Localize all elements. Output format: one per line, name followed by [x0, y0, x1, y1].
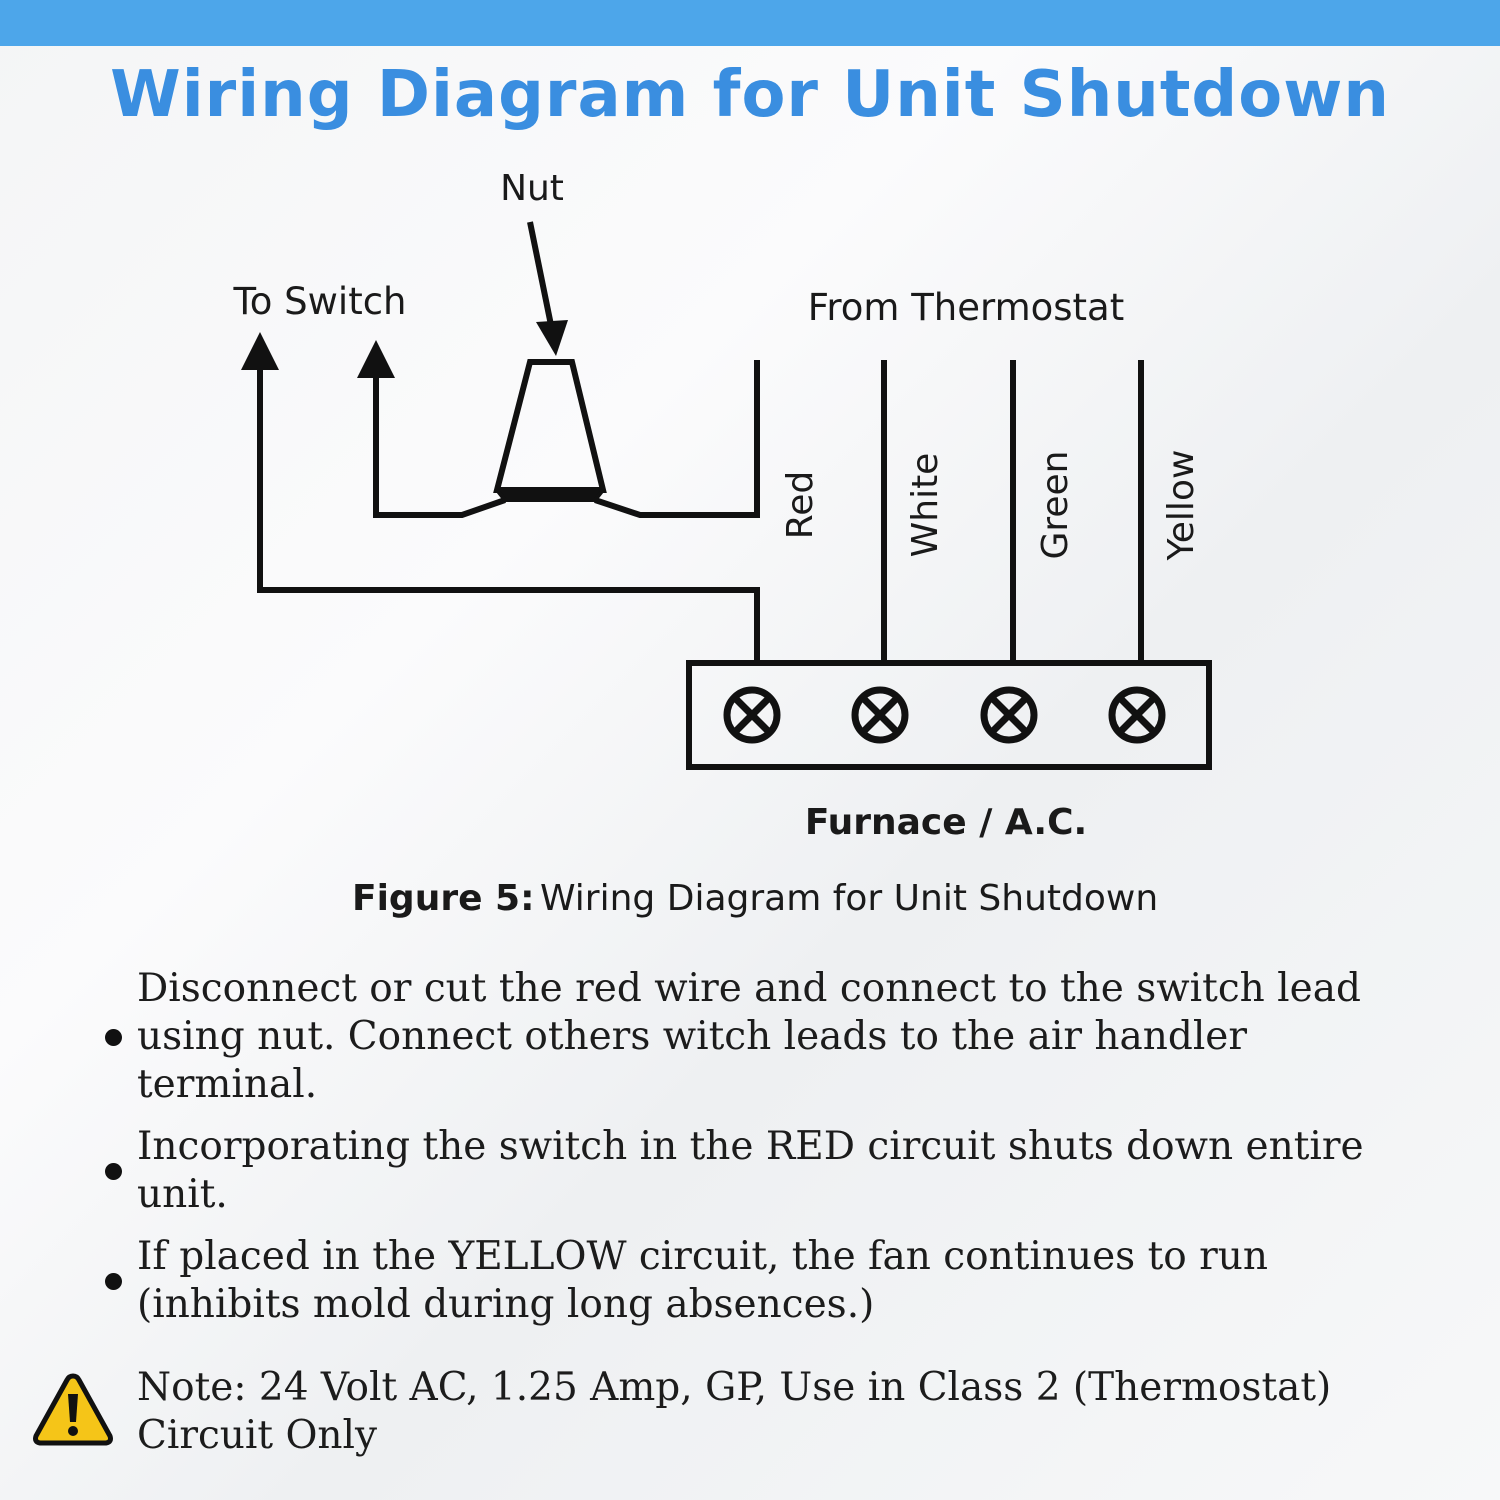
bullet-icon — [105, 1029, 122, 1046]
terminal-screw-3 — [980, 686, 1038, 744]
top-banner — [0, 0, 1500, 46]
instruction-text: Disconnect or cut the red wire and conne… — [137, 966, 1361, 1107]
terminal-screw-1 — [723, 686, 781, 744]
page-title: Wiring Diagram for Unit Shutdown — [110, 58, 1390, 132]
list-item: Incorporating the switch in the RED circ… — [0, 1123, 1397, 1219]
wire-label-yellow: Yellow — [1161, 450, 1202, 562]
list-item: If placed in the YELLOW circuit, the fan… — [0, 1233, 1397, 1329]
switch-arrow-head-1 — [241, 332, 279, 370]
instruction-text: If placed in the YELLOW circuit, the fan… — [137, 1234, 1268, 1327]
figure-caption-text: Wiring Diagram for Unit Shutdown — [540, 878, 1158, 919]
switch-label: To Switch — [232, 280, 406, 323]
switch-lead-1 — [257, 370, 760, 663]
terminal-screw-4 — [1108, 686, 1166, 744]
red-wire-segment — [594, 360, 760, 518]
nut-label: Nut — [500, 168, 564, 209]
terminal-block — [686, 660, 1212, 770]
wiring-diagram: Nut To Switch From Thermostat Red White … — [232, 168, 1212, 919]
nut-arrow-head — [536, 320, 568, 356]
bullet-icon — [105, 1163, 122, 1180]
wire-label-green: Green — [1035, 450, 1076, 559]
warning-icon — [33, 1373, 113, 1446]
bullet-icon — [105, 1273, 122, 1290]
note-text: Note: 24 Volt AC, 1.25 Amp, GP, Use in C… — [137, 1365, 1332, 1458]
nut-arrow-line — [527, 221, 555, 331]
instruction-text: Incorporating the switch in the RED circ… — [137, 1124, 1364, 1217]
figure-caption-prefix: Figure 5: — [352, 878, 534, 919]
switch-arrow-head-2 — [357, 340, 395, 378]
wire-label-white: White — [905, 453, 946, 558]
note-section: Note: 24 Volt AC, 1.25 Amp, GP, Use in C… — [0, 1364, 1500, 1460]
wire-nut — [493, 359, 607, 493]
thermostat-label: From Thermostat — [808, 286, 1124, 329]
terminal-screw-2 — [851, 686, 909, 744]
terminal-block-label: Furnace / A.C. — [805, 802, 1087, 843]
instruction-list: Disconnect or cut the red wire and conne… — [0, 965, 1500, 1329]
terminal-screws — [723, 686, 1166, 744]
switch-lead-2 — [373, 375, 506, 518]
wire-label-red: Red — [780, 471, 821, 539]
list-item: Disconnect or cut the red wire and conne… — [0, 965, 1397, 1109]
